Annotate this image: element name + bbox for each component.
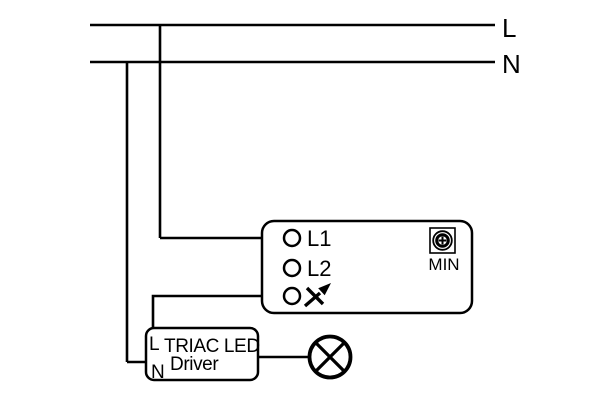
- terminal-l2-label: L2: [307, 256, 331, 281]
- driver-name-line1: TRIAC LED: [164, 336, 260, 357]
- driver-name-line2: Driver: [170, 354, 219, 375]
- dim-output-wire: [151, 294, 284, 328]
- driver-body: [144, 326, 260, 382]
- dimmer-module-body: [260, 219, 474, 315]
- terminal-l1: [282, 228, 302, 248]
- trimmer-inner-ring: [435, 233, 450, 248]
- lamp-cross-line-2: [314, 341, 346, 373]
- dim-arrow-head: [318, 283, 331, 296]
- dim-arrow-shaft: [303, 291, 322, 308]
- terminal-l2: [282, 258, 302, 278]
- trimmer-frame: [429, 227, 456, 254]
- dim-arrow-crossbar: [305, 286, 325, 306]
- dimmer-module: L1 L2 MIN: [260, 219, 474, 315]
- min-trimmer-screw-icon: [429, 227, 456, 254]
- terminal-dim-output: [282, 286, 302, 306]
- driver-live-terminal-label: L: [149, 334, 160, 355]
- neutral-bus-label: N: [502, 49, 521, 79]
- min-label: MIN: [428, 255, 459, 274]
- lamp-crossed-circle-icon: [307, 334, 353, 380]
- supply-buses: L N: [90, 13, 521, 79]
- dim-arrow-icon: [303, 283, 331, 308]
- driver-neutral-terminal-label: N: [151, 362, 165, 383]
- connection-wires: [125, 25, 310, 364]
- terminal-l1-label: L1: [307, 226, 331, 251]
- triac-led-driver: L N TRIAC LED Driver: [144, 326, 260, 383]
- trimmer-outer-ring: [432, 230, 453, 251]
- live-bus-label: L: [502, 13, 516, 43]
